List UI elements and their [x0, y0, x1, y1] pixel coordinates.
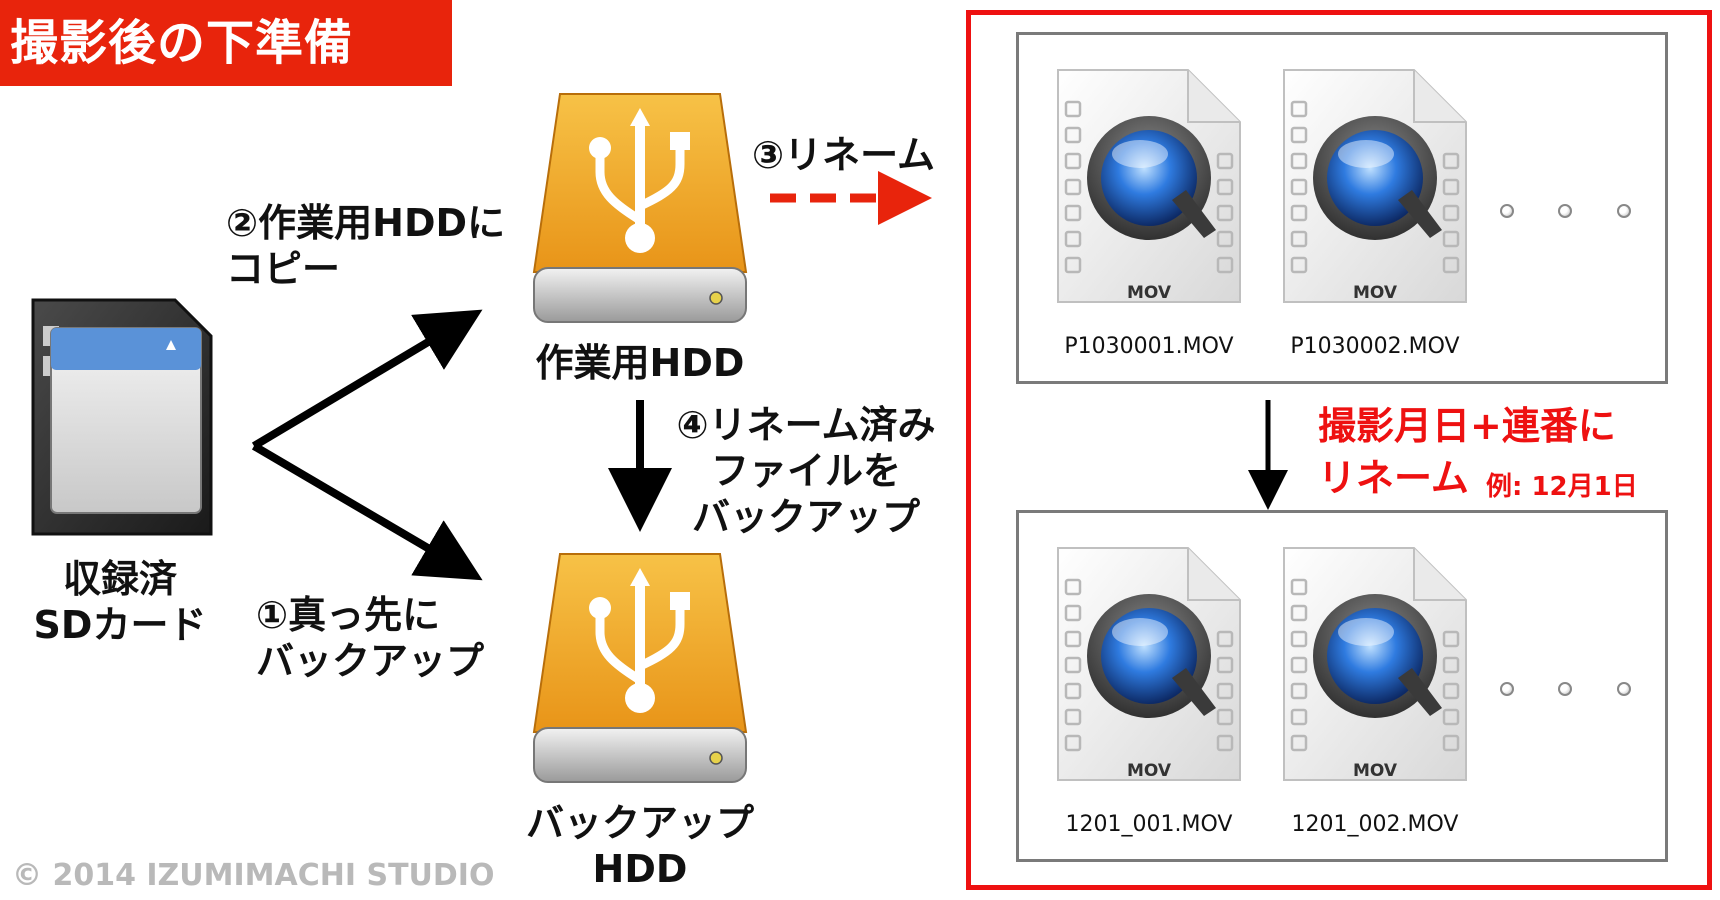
rename-section-frame	[966, 10, 1712, 890]
sd-card-label: 収録済 SDカード	[33, 557, 207, 647]
ellipsis-dot	[1500, 204, 1514, 218]
file-name: 1201_002.MOV	[1291, 812, 1459, 837]
rename-example: 例: 12月1日	[1486, 472, 1638, 502]
step2-label: ②作業用HDDに コピー	[226, 201, 506, 291]
quicktime-movie-file-icon	[1282, 546, 1468, 782]
page-title: 撮影後の下準備	[0, 0, 452, 86]
ellipsis-dot	[1558, 682, 1572, 696]
rename-rule-note: 撮影月日+連番に リネーム	[1318, 404, 1616, 500]
usb-hard-drive-icon	[532, 93, 748, 323]
file-name: 1201_001.MOV	[1065, 812, 1233, 837]
file-name: P1030002.MOV	[1290, 334, 1460, 359]
quicktime-movie-file-icon	[1056, 546, 1242, 782]
file-name: P1030001.MOV	[1064, 334, 1234, 359]
ellipsis-dot	[1617, 682, 1631, 696]
step1-label: ①真っ先に バックアップ	[256, 593, 485, 683]
usb-hard-drive-icon	[532, 553, 748, 783]
file-type-label: MOV	[1126, 761, 1172, 781]
step3-label: ③リネーム	[752, 133, 936, 177]
file-type-label: MOV	[1352, 761, 1398, 781]
arrow-to-backup-hdd	[251, 442, 483, 581]
arrow-to-work-hdd	[251, 309, 483, 450]
copyright-text: © 2014 IZUMIMACHI STUDIO	[12, 858, 495, 893]
backup-hdd-label: バックアップHDD	[525, 801, 754, 891]
file-type-label: MOV	[1126, 283, 1172, 303]
sd-card-icon	[31, 298, 213, 536]
work-hdd-label: 作業用HDD	[535, 341, 745, 385]
ellipsis-dot	[1500, 682, 1514, 696]
step4-label: ④リネーム済み ファイルを バックアップ	[676, 403, 936, 539]
ellipsis-dot	[1558, 204, 1572, 218]
file-type-label: MOV	[1352, 283, 1398, 303]
quicktime-movie-file-icon	[1056, 68, 1242, 304]
ellipsis-dot	[1617, 204, 1631, 218]
quicktime-movie-file-icon	[1282, 68, 1468, 304]
